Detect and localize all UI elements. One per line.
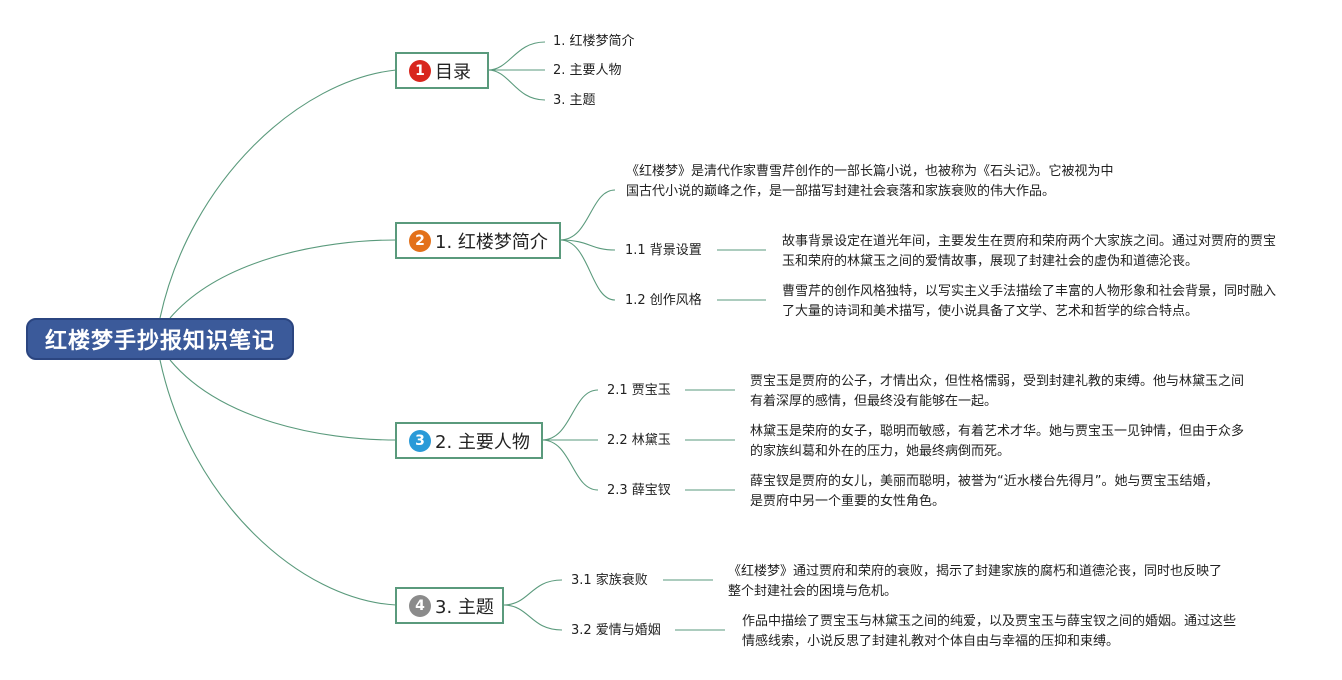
subtopic-label[interactable]: 3.2 爱情与婚姻 [571,623,661,638]
subtopic-text: 故事背景设定在道光年间，主要发生在贾府和荣府两个大家族之间。通过对贾府的贾宝玉和… [782,234,1277,269]
subtopic-label[interactable]: 2.1 贾宝玉 [607,383,671,398]
root-title: 红楼梦手抄报知识笔记 [44,329,275,354]
subtopic-text: 贾宝玉是贾府的公子，才情出众，但性格懦弱，受到封建礼教的束缚。他与林黛玉之间有着… [750,374,1245,409]
topic-characters[interactable]: 3 2. 主要人物 [395,422,543,459]
subtopic-text: 薛宝钗是贾府的女儿，美丽而聪明，被誉为“近水楼台先得月”。她与贾宝玉结婚，是贾府… [750,474,1219,509]
subtopic-text: 作品中描绘了贾宝玉与林黛玉之间的纯爱，以及贾宝玉与薛宝钗之间的婚姻。通过这些情感… [742,614,1237,649]
contents-item[interactable]: 3. 主题 [553,93,596,108]
topic-label: 2. 主要人物 [435,431,530,453]
subtopic-label[interactable]: 2.3 薛宝钗 [607,483,671,498]
subtopic-label[interactable]: 1.2 创作风格 [625,293,702,308]
subtopic-label[interactable]: 2.2 林黛玉 [607,433,671,448]
topic-label: 1. 红楼梦简介 [435,231,548,253]
subtopic-label[interactable]: 3.1 家族衰败 [571,573,648,588]
topic-introduction[interactable]: 2 1. 红楼梦简介 [395,222,561,259]
topic-label: 3. 主题 [435,596,494,618]
root-node[interactable]: 红楼梦手抄报知识笔记 [26,318,294,360]
contents-item[interactable]: 2. 主要人物 [553,63,622,78]
number-badge-icon: 3 [409,429,431,452]
subtopic-text: 林黛玉是荣府的女子，聪明而敏感，有着艺术才华。她与贾宝玉一见钟情，但由于众多的家… [750,424,1245,459]
topic-contents[interactable]: 1 目录 [395,52,489,89]
subtopic-text: 曹雪芹的创作风格独特，以写实主义手法描绘了丰富的人物形象和社会背景，同时融入了大… [782,284,1277,319]
contents-item[interactable]: 1. 红楼梦简介 [553,34,635,49]
intro-text: 《红楼梦》是清代作家曹雪芹创作的一部长篇小说，也被称为《石头记》。它被视为中国古… [626,164,1114,199]
subtopic-label[interactable]: 1.1 背景设置 [625,243,702,258]
number-badge-icon: 2 [409,229,431,252]
number-badge-icon: 1 [409,59,431,82]
subtopic-text: 《红楼梦》通过贾府和荣府的衰败，揭示了封建家族的腐朽和道德沦丧，同时也反映了整个… [728,564,1223,599]
number-badge-icon: 4 [409,594,431,617]
topic-themes[interactable]: 4 3. 主题 [395,587,504,624]
topic-label: 目录 [435,61,471,83]
